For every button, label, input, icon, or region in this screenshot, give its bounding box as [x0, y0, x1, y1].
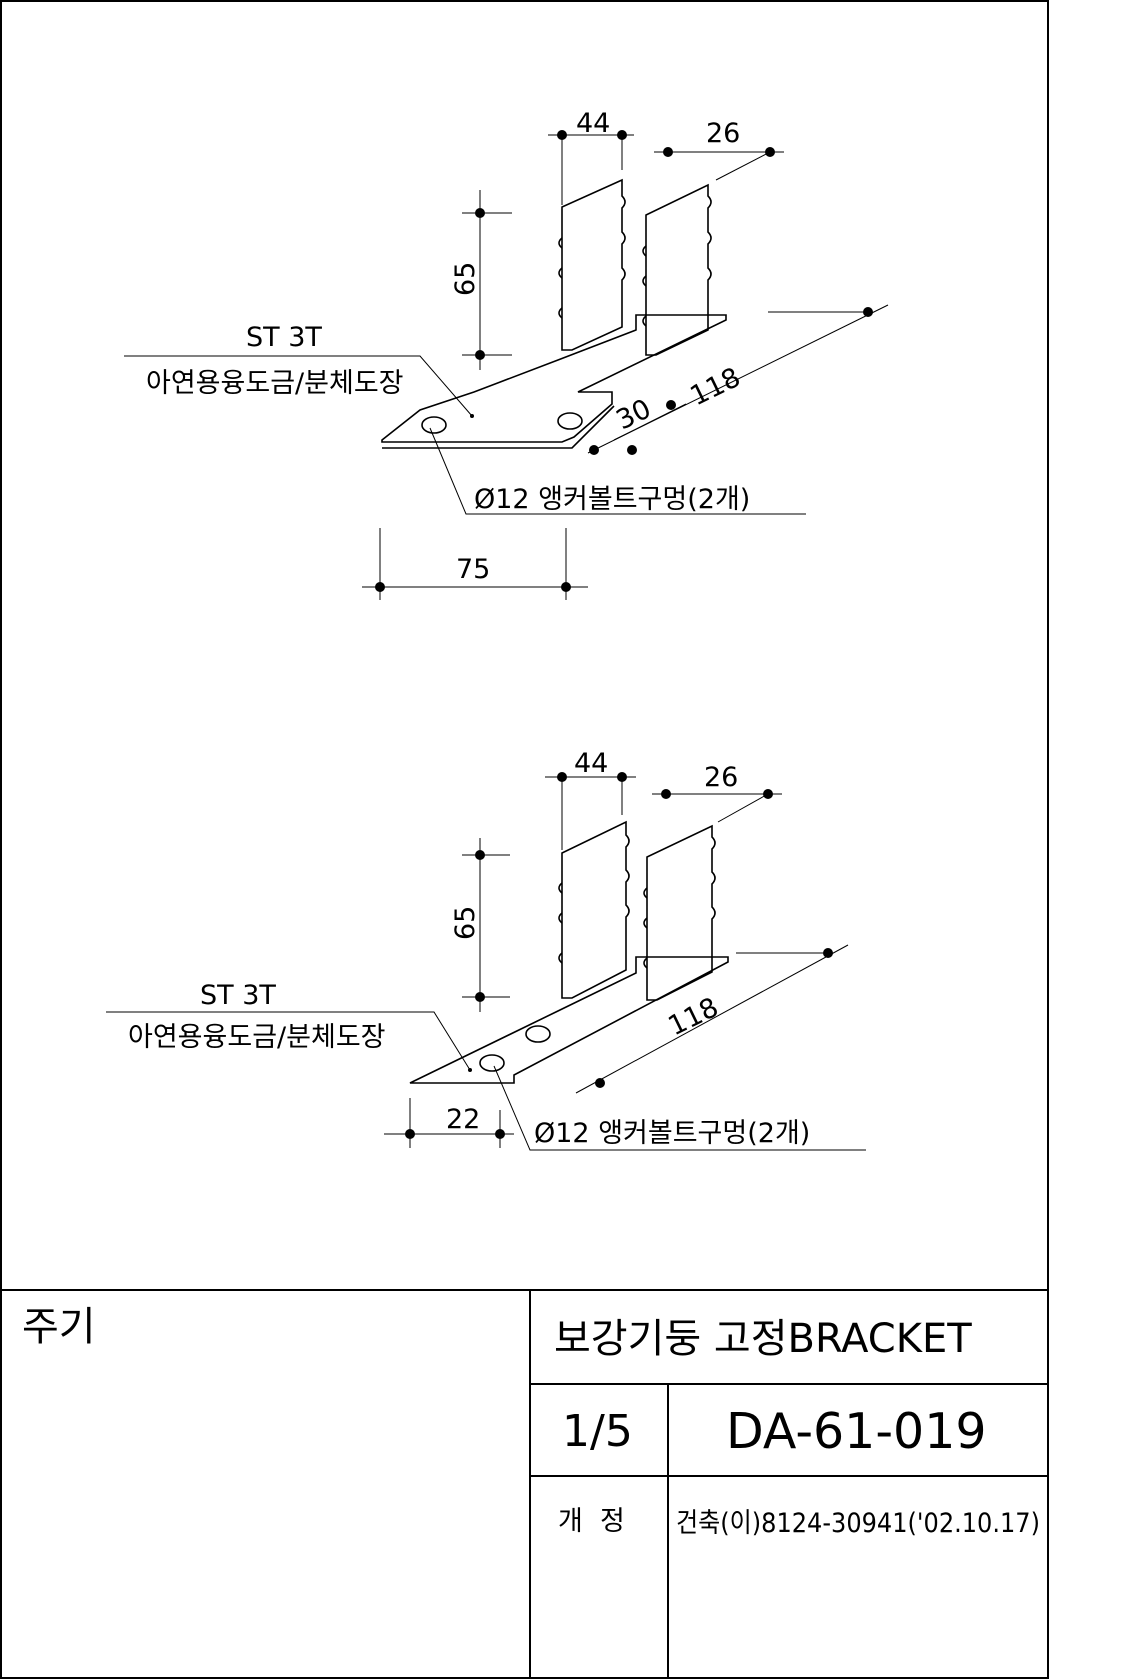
- dim-dots-bottom: [405, 772, 833, 1139]
- dim-point: [475, 208, 485, 218]
- dim-30-line: [613, 403, 687, 441]
- base-plate-outline: [381, 314, 727, 443]
- drawing-number: DA-61-019: [726, 1403, 987, 1460]
- material-leader-top: [124, 355, 473, 417]
- dim-point: [661, 789, 671, 799]
- leader-point: [468, 1068, 472, 1072]
- dim-point: [617, 772, 627, 782]
- dim-65-label: 65: [450, 906, 481, 940]
- bracket-drawing-bottom: [106, 775, 866, 1151]
- anchor-hole-1: [479, 1054, 505, 1072]
- coating-spec-label: 아연용융도금/분체도장: [146, 368, 404, 399]
- right-plate-notches: [643, 887, 648, 969]
- anchor-hole-1: [421, 416, 447, 434]
- dim-point: [595, 1078, 605, 1088]
- dim-point: [589, 445, 599, 455]
- dim-point: [666, 400, 676, 410]
- right-plate-notches: [642, 245, 647, 327]
- dim-118-label: 118: [685, 362, 745, 412]
- revision-label: 개 정: [558, 1506, 625, 1537]
- dim-point: [475, 350, 485, 360]
- base-plate-outline: [409, 956, 729, 1084]
- dim-point: [495, 1129, 505, 1139]
- leader-point: [470, 414, 474, 418]
- dim-65-label: 65: [450, 262, 481, 296]
- dim-30-label: 30: [611, 393, 655, 436]
- drawing-title: 보강기둥 고정BRACKET: [554, 1316, 972, 1362]
- dim-point: [763, 789, 773, 799]
- hole-leader-bottom: [493, 1065, 866, 1151]
- anchor-hole-note: Ø12 앵커볼트구멍(2개): [474, 484, 750, 515]
- dim-point: [765, 147, 775, 157]
- material-leader-bottom: [106, 1011, 471, 1071]
- bracket-drawing-top: [124, 133, 889, 600]
- title-block: [1, 1289, 1048, 1678]
- dim-point: [375, 582, 385, 592]
- dim-44-label: 44: [574, 748, 608, 779]
- anchor-hole-2: [557, 412, 583, 430]
- left-plate-notches: [558, 237, 563, 319]
- dim-point: [863, 307, 873, 317]
- dim-point: [475, 850, 485, 860]
- anchor-hole-note: Ø12 앵커볼트구멍(2개): [534, 1118, 810, 1149]
- dim-75-label: 75: [456, 554, 490, 585]
- dim-26-leader: [717, 793, 769, 823]
- dim-118-label: 118: [663, 992, 723, 1042]
- sheet-border: [0, 0, 1049, 1679]
- coating-spec-label: 아연용융도금/분체도장: [128, 1022, 386, 1053]
- dim-44-label: 44: [576, 108, 610, 139]
- dim-point: [561, 582, 571, 592]
- drawing-sheet: 44 26 65 118 30 75 ST 3T 아연용융도금/분체도장 Ø12…: [0, 0, 1049, 1679]
- dim-26-label: 26: [706, 118, 740, 149]
- hole-leader-top: [429, 427, 806, 515]
- dim-point: [405, 1129, 415, 1139]
- dim-point: [557, 130, 567, 140]
- material-spec-label: ST 3T: [200, 980, 276, 1011]
- dim-26-leader: [715, 151, 771, 181]
- dim-dots-top: [375, 130, 873, 592]
- anchor-hole-2: [525, 1025, 551, 1043]
- dim-118-line: [575, 944, 849, 1094]
- left-plate-notches: [558, 882, 563, 964]
- left-plate-outline: [561, 820, 630, 999]
- dim-26-label: 26: [704, 762, 738, 793]
- note-label: 주기: [22, 1304, 96, 1350]
- base-plate-edge: [382, 405, 615, 449]
- dim-point: [557, 772, 567, 782]
- dim-point: [663, 147, 673, 157]
- dim-point: [823, 948, 833, 958]
- dim-point: [475, 992, 485, 1002]
- dim-point: [617, 130, 627, 140]
- revision-text: 건축(이)8124-30941('02.10.17): [676, 1508, 1040, 1539]
- left-plate-outline: [561, 178, 626, 351]
- right-plate-outline: [646, 824, 716, 1001]
- dim-point: [627, 445, 637, 455]
- dim-22-label: 22: [446, 1104, 480, 1135]
- material-spec-label: ST 3T: [246, 322, 322, 353]
- sheet-number: 1/5: [562, 1406, 633, 1457]
- right-plate-outline: [645, 183, 712, 356]
